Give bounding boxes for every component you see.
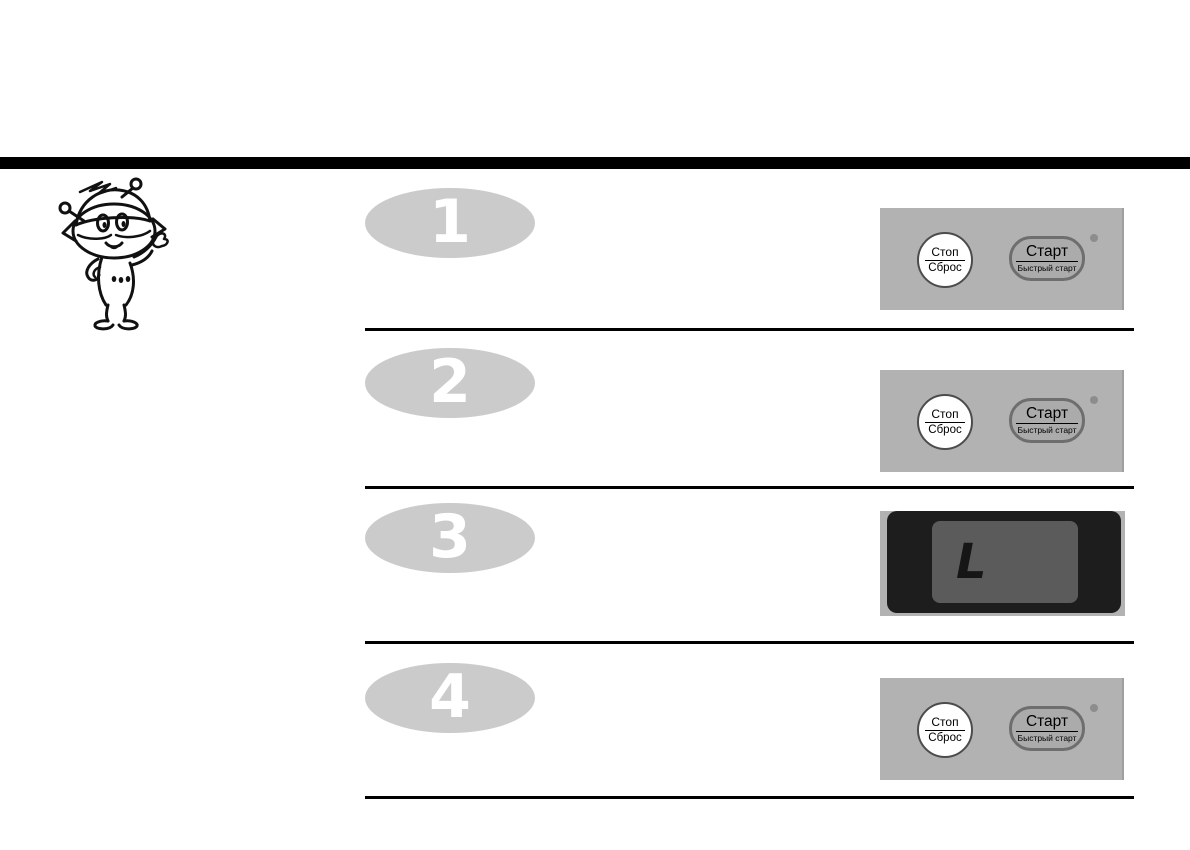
reset-label: Сброс: [928, 423, 962, 436]
display-value: L: [956, 534, 987, 590]
step-divider: [365, 641, 1134, 644]
stop-label: Стоп: [931, 406, 959, 421]
robot-chef-mascot-icon: [58, 177, 169, 331]
step-4-number-oval: 4: [365, 663, 535, 733]
start-indicator-dot-icon: [1090, 234, 1098, 242]
start-indicator-dot-icon: [1090, 396, 1098, 404]
reset-label: Сброс: [928, 261, 962, 274]
step-3-number: 3: [429, 502, 471, 572]
start-button-divider: [1016, 261, 1078, 263]
step-3-number-oval: 3: [365, 503, 535, 573]
quickstart-label: Быстрый старт: [1017, 425, 1077, 436]
step-divider: [365, 486, 1134, 489]
robot-mascot-illustration: [56, 175, 180, 338]
start-button-divider: [1016, 731, 1078, 733]
step-1-number: 1: [429, 187, 471, 257]
step-3-display-panel: L: [880, 511, 1125, 616]
display-screen: L: [932, 521, 1078, 603]
step-2-number: 2: [429, 347, 471, 417]
stop-label: Стоп: [931, 244, 959, 259]
stop-label: Стоп: [931, 714, 959, 729]
top-rule: [0, 157, 1190, 169]
step-2-number-oval: 2: [365, 348, 535, 418]
step-1-button-panel: Стоп Сброс Старт Быстрый старт: [880, 208, 1124, 310]
quickstart-label: Быстрый старт: [1017, 733, 1077, 744]
step-divider: [365, 796, 1134, 799]
stop-button-divider: [925, 259, 965, 261]
step-4-number: 4: [429, 662, 471, 732]
stop-button-divider: [925, 729, 965, 731]
start-label: Старт: [1025, 713, 1069, 731]
step-2-button-panel: Стоп Сброс Старт Быстрый старт: [880, 370, 1124, 472]
stop-reset-button: Стоп Сброс: [917, 394, 973, 450]
quickstart-label: Быстрый старт: [1017, 263, 1077, 274]
start-label: Старт: [1025, 243, 1069, 261]
step-1-number-oval: 1: [365, 188, 535, 258]
start-indicator-dot-icon: [1090, 704, 1098, 712]
reset-label: Сброс: [928, 731, 962, 744]
stop-button-divider: [925, 421, 965, 423]
stop-reset-button: Стоп Сброс: [917, 232, 973, 288]
step-divider: [365, 328, 1134, 331]
start-button-divider: [1016, 423, 1078, 425]
start-quickstart-button: Старт Быстрый старт: [1009, 236, 1085, 281]
stop-reset-button: Стоп Сброс: [917, 702, 973, 758]
step-4-button-panel: Стоп Сброс Старт Быстрый старт: [880, 678, 1124, 780]
start-label: Старт: [1025, 405, 1069, 423]
start-quickstart-button: Старт Быстрый старт: [1009, 398, 1085, 443]
start-quickstart-button: Старт Быстрый старт: [1009, 706, 1085, 751]
